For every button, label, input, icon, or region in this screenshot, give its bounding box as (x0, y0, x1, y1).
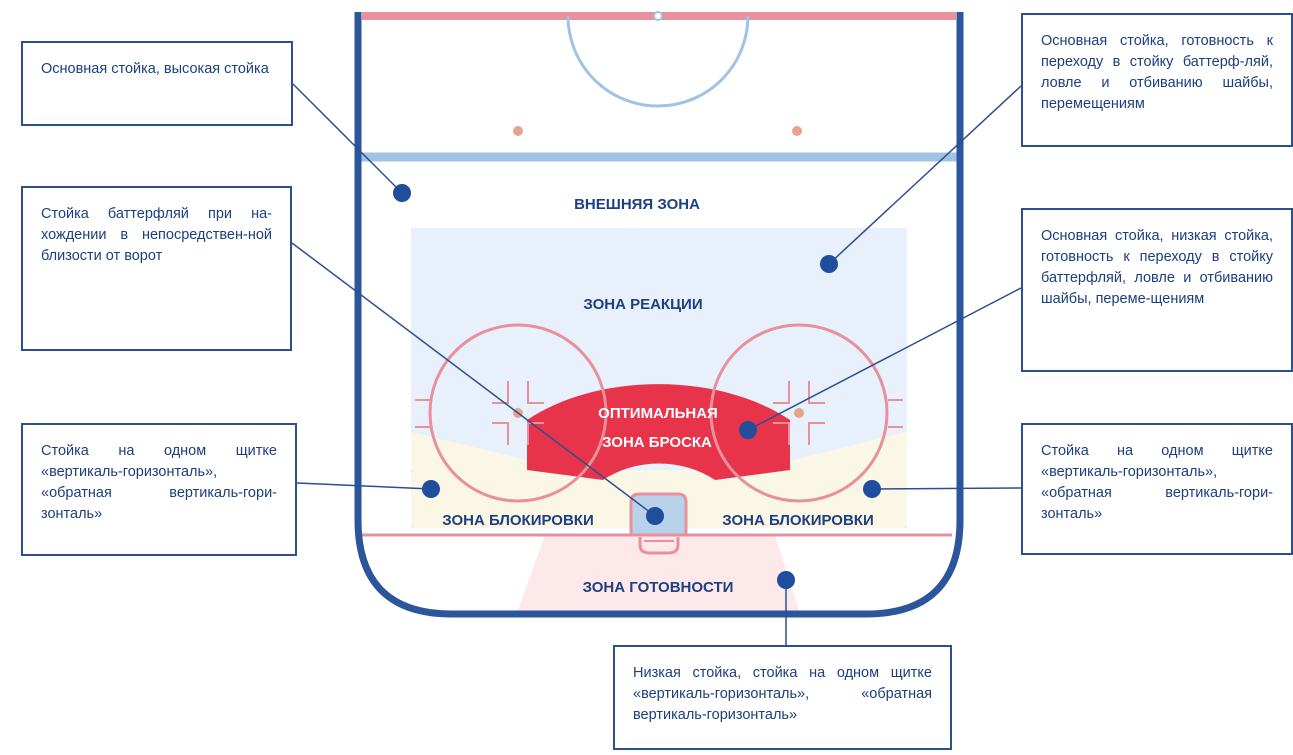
zone-label-reaction: ЗОНА РЕАКЦИИ (583, 296, 702, 313)
callout-reaction-zone-text: Основная стойка, готовность к переходу в… (1041, 33, 1273, 112)
connector-goal-crease (291, 242, 656, 517)
callout-block-left-text: Стойка на одном щитке «вертикаль-горизон… (41, 443, 277, 522)
marker-goal-crease (646, 507, 664, 525)
zone-label-outer: ВНЕШНЯЯ ЗОНА (574, 196, 700, 213)
marker-block-left (422, 480, 440, 498)
zone-label-optimal-1: ОПТИМАЛЬНАЯ (598, 405, 718, 422)
faceoff-circle-left (428, 323, 608, 503)
faceoff-circle-right (709, 323, 889, 503)
neutral-dot-left (513, 126, 523, 136)
callout-goal-crease-text: Стойка баттерфляй при на-хождении в непо… (41, 206, 272, 264)
connector-outer-zone (292, 83, 403, 194)
zone-label-block-right: ЗОНА БЛОКИРОВКИ (722, 512, 873, 529)
connector-block-right (871, 487, 1022, 490)
hash-marks-right (773, 381, 903, 445)
connector-block-left (296, 482, 432, 490)
zone-label-ready: ЗОНА ГОТОВНОСТИ (583, 579, 734, 596)
callout-connectors (291, 83, 1022, 645)
callout-block-right: Стойка на одном щитке «вертикаль-горизон… (1021, 423, 1293, 555)
goal-net (638, 537, 680, 555)
callout-outer-zone: Основная стойка, высокая стойка (21, 41, 293, 126)
callout-outer-zone-text: Основная стойка, высокая стойка (41, 61, 269, 77)
ready-zone-area (517, 535, 800, 613)
marker-block-right (863, 480, 881, 498)
zone-label-block-left: ЗОНА БЛОКИРОВКИ (442, 512, 593, 529)
center-faceoff-circle (566, 15, 750, 108)
marker-reaction-zone (820, 255, 838, 273)
callout-markers (393, 184, 881, 589)
faceoff-dot-right (794, 408, 804, 418)
optimal-shot-zone (527, 384, 790, 480)
callout-ready-zone-text: Низкая стойка, стойка на одном щитке «ве… (633, 665, 932, 723)
callout-ready-zone: Низкая стойка, стойка на одном щитке «ве… (613, 645, 952, 750)
connector-optimal-zone (747, 287, 1022, 431)
callout-optimal-zone-text: Основная стойка, низкая стойка, готовнос… (1041, 228, 1273, 307)
marker-ready-zone (777, 571, 795, 589)
callout-reaction-zone: Основная стойка, готовность к переходу в… (1021, 13, 1293, 147)
neutral-dot-right (792, 126, 802, 136)
marker-optimal-zone (739, 421, 757, 439)
blocking-zone-left-wedge (411, 432, 535, 470)
callout-block-left: Стойка на одном щитке «вертикаль-горизон… (21, 423, 297, 556)
callout-optimal-zone: Основная стойка, низкая стойка, готовнос… (1021, 208, 1293, 372)
marker-outer-zone (393, 184, 411, 202)
hash-marks-left (415, 381, 544, 445)
connector-reaction-zone (828, 85, 1022, 265)
rink-boards (354, 12, 964, 618)
callout-goal-crease: Стойка баттерфляй при на-хождении в непо… (21, 186, 292, 351)
center-faceoff-dot (653, 11, 663, 21)
callout-block-right-text: Стойка на одном щитке «вертикаль-горизон… (1041, 443, 1273, 522)
blocking-zone-right-wedge (785, 432, 907, 470)
zone-label-optimal-2: ЗОНА БРОСКА (602, 434, 712, 451)
